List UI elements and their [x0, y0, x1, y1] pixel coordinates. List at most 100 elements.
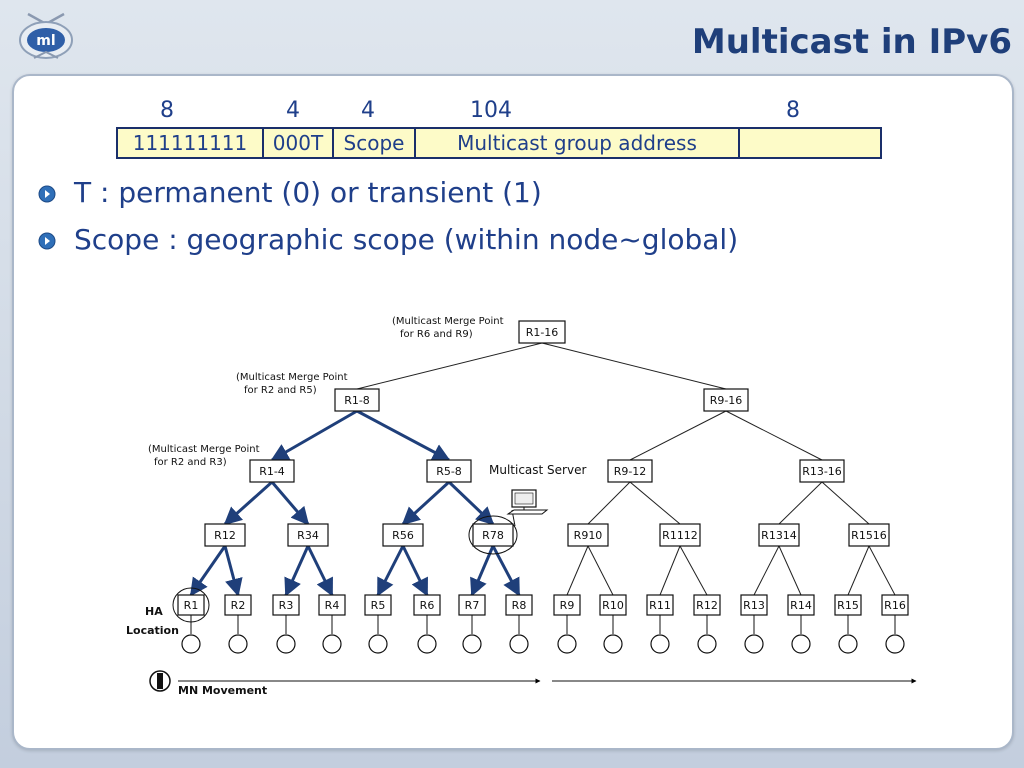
bit-width-group: 104: [470, 98, 512, 123]
router-label: R1-4: [259, 465, 285, 478]
node-leaf-7: R8: [505, 594, 533, 616]
bit-width-t: 4: [286, 98, 300, 123]
router-label: R16: [884, 599, 906, 612]
field-scope: Scope: [334, 129, 416, 157]
node-level3-2: R9-12: [607, 459, 653, 483]
bullet-icon: [38, 232, 56, 250]
mobile-node-13: [791, 634, 811, 654]
router-label: R6: [420, 599, 435, 612]
node-level4-7: R1516: [848, 523, 890, 547]
ha-location-marker: [172, 587, 210, 623]
router-label: R11: [649, 599, 671, 612]
router-label: R34: [297, 529, 319, 542]
router-label: R1112: [662, 529, 698, 542]
mobile-node-5: [417, 634, 437, 654]
node-level3-3: R13-16: [799, 459, 845, 483]
mobile-node-10: [650, 634, 670, 654]
bit-width-flags: 8: [160, 98, 174, 123]
mobile-node-0: [181, 634, 201, 654]
router-label: R1314: [761, 529, 797, 542]
router-label: R1-8: [344, 394, 370, 407]
node-level2-0: R1-8: [334, 388, 380, 412]
bullet-text: Scope : geographic scope (within node~gl…: [74, 223, 739, 256]
address-format-box: 111111111 000T Scope Multicast group add…: [116, 127, 882, 159]
field-group-id: Multicast group address: [416, 129, 740, 157]
bit-width-tail: 8: [786, 98, 800, 123]
node-level4-1: R34: [287, 523, 329, 547]
mobile-node-1: [228, 634, 248, 654]
router-label: R910: [574, 529, 603, 542]
router-label: R78: [482, 529, 504, 542]
node-leaf-10: R11: [646, 594, 674, 616]
mobile-node-9: [603, 634, 623, 654]
node-level4-3: R78: [472, 523, 514, 547]
mobile-node-11: [697, 634, 717, 654]
node-level3-1: R5-8: [426, 459, 472, 483]
node-leaf-12: R13: [740, 594, 768, 616]
bullet-text: T : permanent (0) or transient (1): [74, 176, 542, 209]
annotation-merge-r18-l2: for R2 and R5): [244, 385, 317, 396]
mobile-node-12: [744, 634, 764, 654]
node-leaf-14: R15: [834, 594, 862, 616]
router-label: R12: [696, 599, 718, 612]
router-label: R1516: [851, 529, 887, 542]
mobile-node-8: [557, 634, 577, 654]
router-label: R1: [184, 599, 199, 612]
field-prefix: 111111111: [118, 129, 264, 157]
field-flags: 000T: [264, 129, 334, 157]
server-attach-marker: [468, 515, 518, 555]
node-leaf-6: R7: [458, 594, 486, 616]
ha-label-l2: Location: [126, 624, 179, 637]
node-level3-0: R1-4: [249, 459, 295, 483]
mobile-node-4: [368, 634, 388, 654]
mobile-node-14: [838, 634, 858, 654]
mobile-node-2: [276, 634, 296, 654]
router-label: R9-12: [614, 465, 647, 478]
router-label: R3: [279, 599, 294, 612]
field-tail: [740, 129, 880, 157]
router-label: R5-8: [436, 465, 462, 478]
node-leaf-5: R6: [413, 594, 441, 616]
node-leaf-15: R16: [881, 594, 909, 616]
router-label: R7: [465, 599, 480, 612]
annotation-merge-r14-l1: (Multicast Merge Point: [148, 444, 260, 455]
node-leaf-4: R5: [364, 594, 392, 616]
router-label: R13-16: [802, 465, 842, 478]
annotation-merge-r14-l2: for R2 and R3): [154, 457, 227, 468]
node-leaf-9: R10: [599, 594, 627, 616]
router-label: R9-16: [710, 394, 743, 407]
router-label: R9: [560, 599, 575, 612]
node-root: R1-16: [518, 320, 566, 344]
router-label: R10: [602, 599, 624, 612]
mobile-node-15: [885, 634, 905, 654]
router-label: R15: [837, 599, 859, 612]
node-leaf-11: R12: [693, 594, 721, 616]
mn-icon: [149, 670, 171, 692]
mobile-node-7: [509, 634, 529, 654]
node-level4-5: R1112: [659, 523, 701, 547]
node-leaf-8: R9: [553, 594, 581, 616]
svg-text:ml: ml: [36, 33, 55, 49]
bullet-icon: [38, 185, 56, 203]
node-leaf-3: R4: [318, 594, 346, 616]
ha-label-l1: HA: [145, 605, 163, 618]
multicast-server-label: Multicast Server: [489, 463, 586, 477]
node-leaf-13: R14: [787, 594, 815, 616]
node-level4-6: R1314: [758, 523, 800, 547]
node-level2-1: R9-16: [703, 388, 749, 412]
router-label: R4: [325, 599, 340, 612]
node-leaf-2: R3: [272, 594, 300, 616]
router-label: R8: [512, 599, 527, 612]
router-label: R5: [371, 599, 386, 612]
router-label: R2: [231, 599, 246, 612]
router-label: R12: [214, 529, 236, 542]
router-label: R13: [743, 599, 765, 612]
mobile-node-3: [322, 634, 342, 654]
node-level4-4: R910: [567, 523, 609, 547]
page-title: Multicast in IPv6: [691, 22, 1012, 62]
computer-icon: [506, 489, 549, 515]
bit-width-scope: 4: [361, 98, 375, 123]
logo-icon: ml: [19, 12, 73, 59]
mobile-node-6: [462, 634, 482, 654]
